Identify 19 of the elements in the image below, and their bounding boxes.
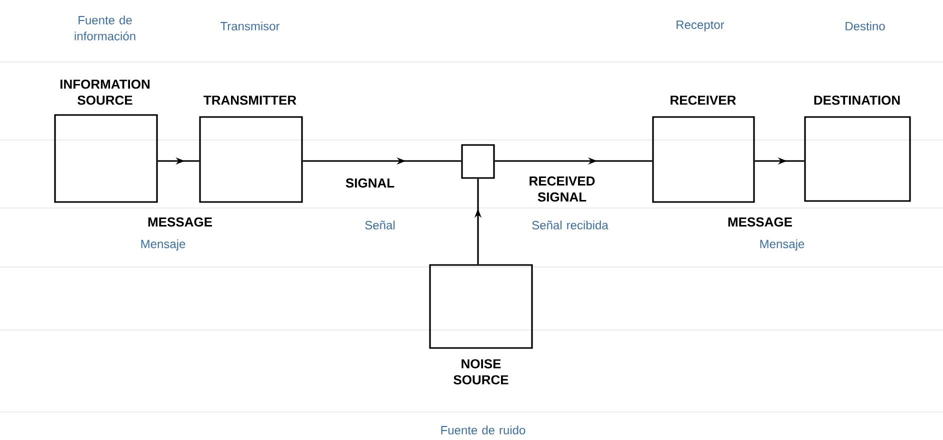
block-heading: DESTINATION: [814, 96, 900, 105]
translation-text: Destino: [846, 22, 885, 30]
edge-label: RECEIVED SIGNAL: [530, 176, 595, 202]
edge-label: MESSAGE: [728, 217, 792, 227]
block-heading: RECEIVER: [670, 96, 736, 105]
edge-label: MESSAGE: [148, 217, 212, 227]
translation-text: Mensaje: [760, 239, 804, 251]
translation-text: Señal recibida: [532, 220, 608, 230]
block-heading: TRANSMITTER: [204, 96, 296, 105]
translation-text: Receptor: [676, 20, 724, 32]
block-heading: INFORMATION SOURCE: [60, 80, 150, 105]
junction-box: [461, 144, 495, 179]
block-heading: NOISE SOURCE: [454, 359, 508, 384]
translation-text: Fuente de ruido: [441, 426, 526, 434]
translation-text: Fuente de información: [74, 16, 136, 40]
translation-text: Transmisor: [220, 22, 280, 30]
translation-text: Señal: [365, 220, 395, 230]
edge-label: SIGNAL: [346, 178, 394, 188]
translation-text: Mensaje: [141, 239, 186, 251]
